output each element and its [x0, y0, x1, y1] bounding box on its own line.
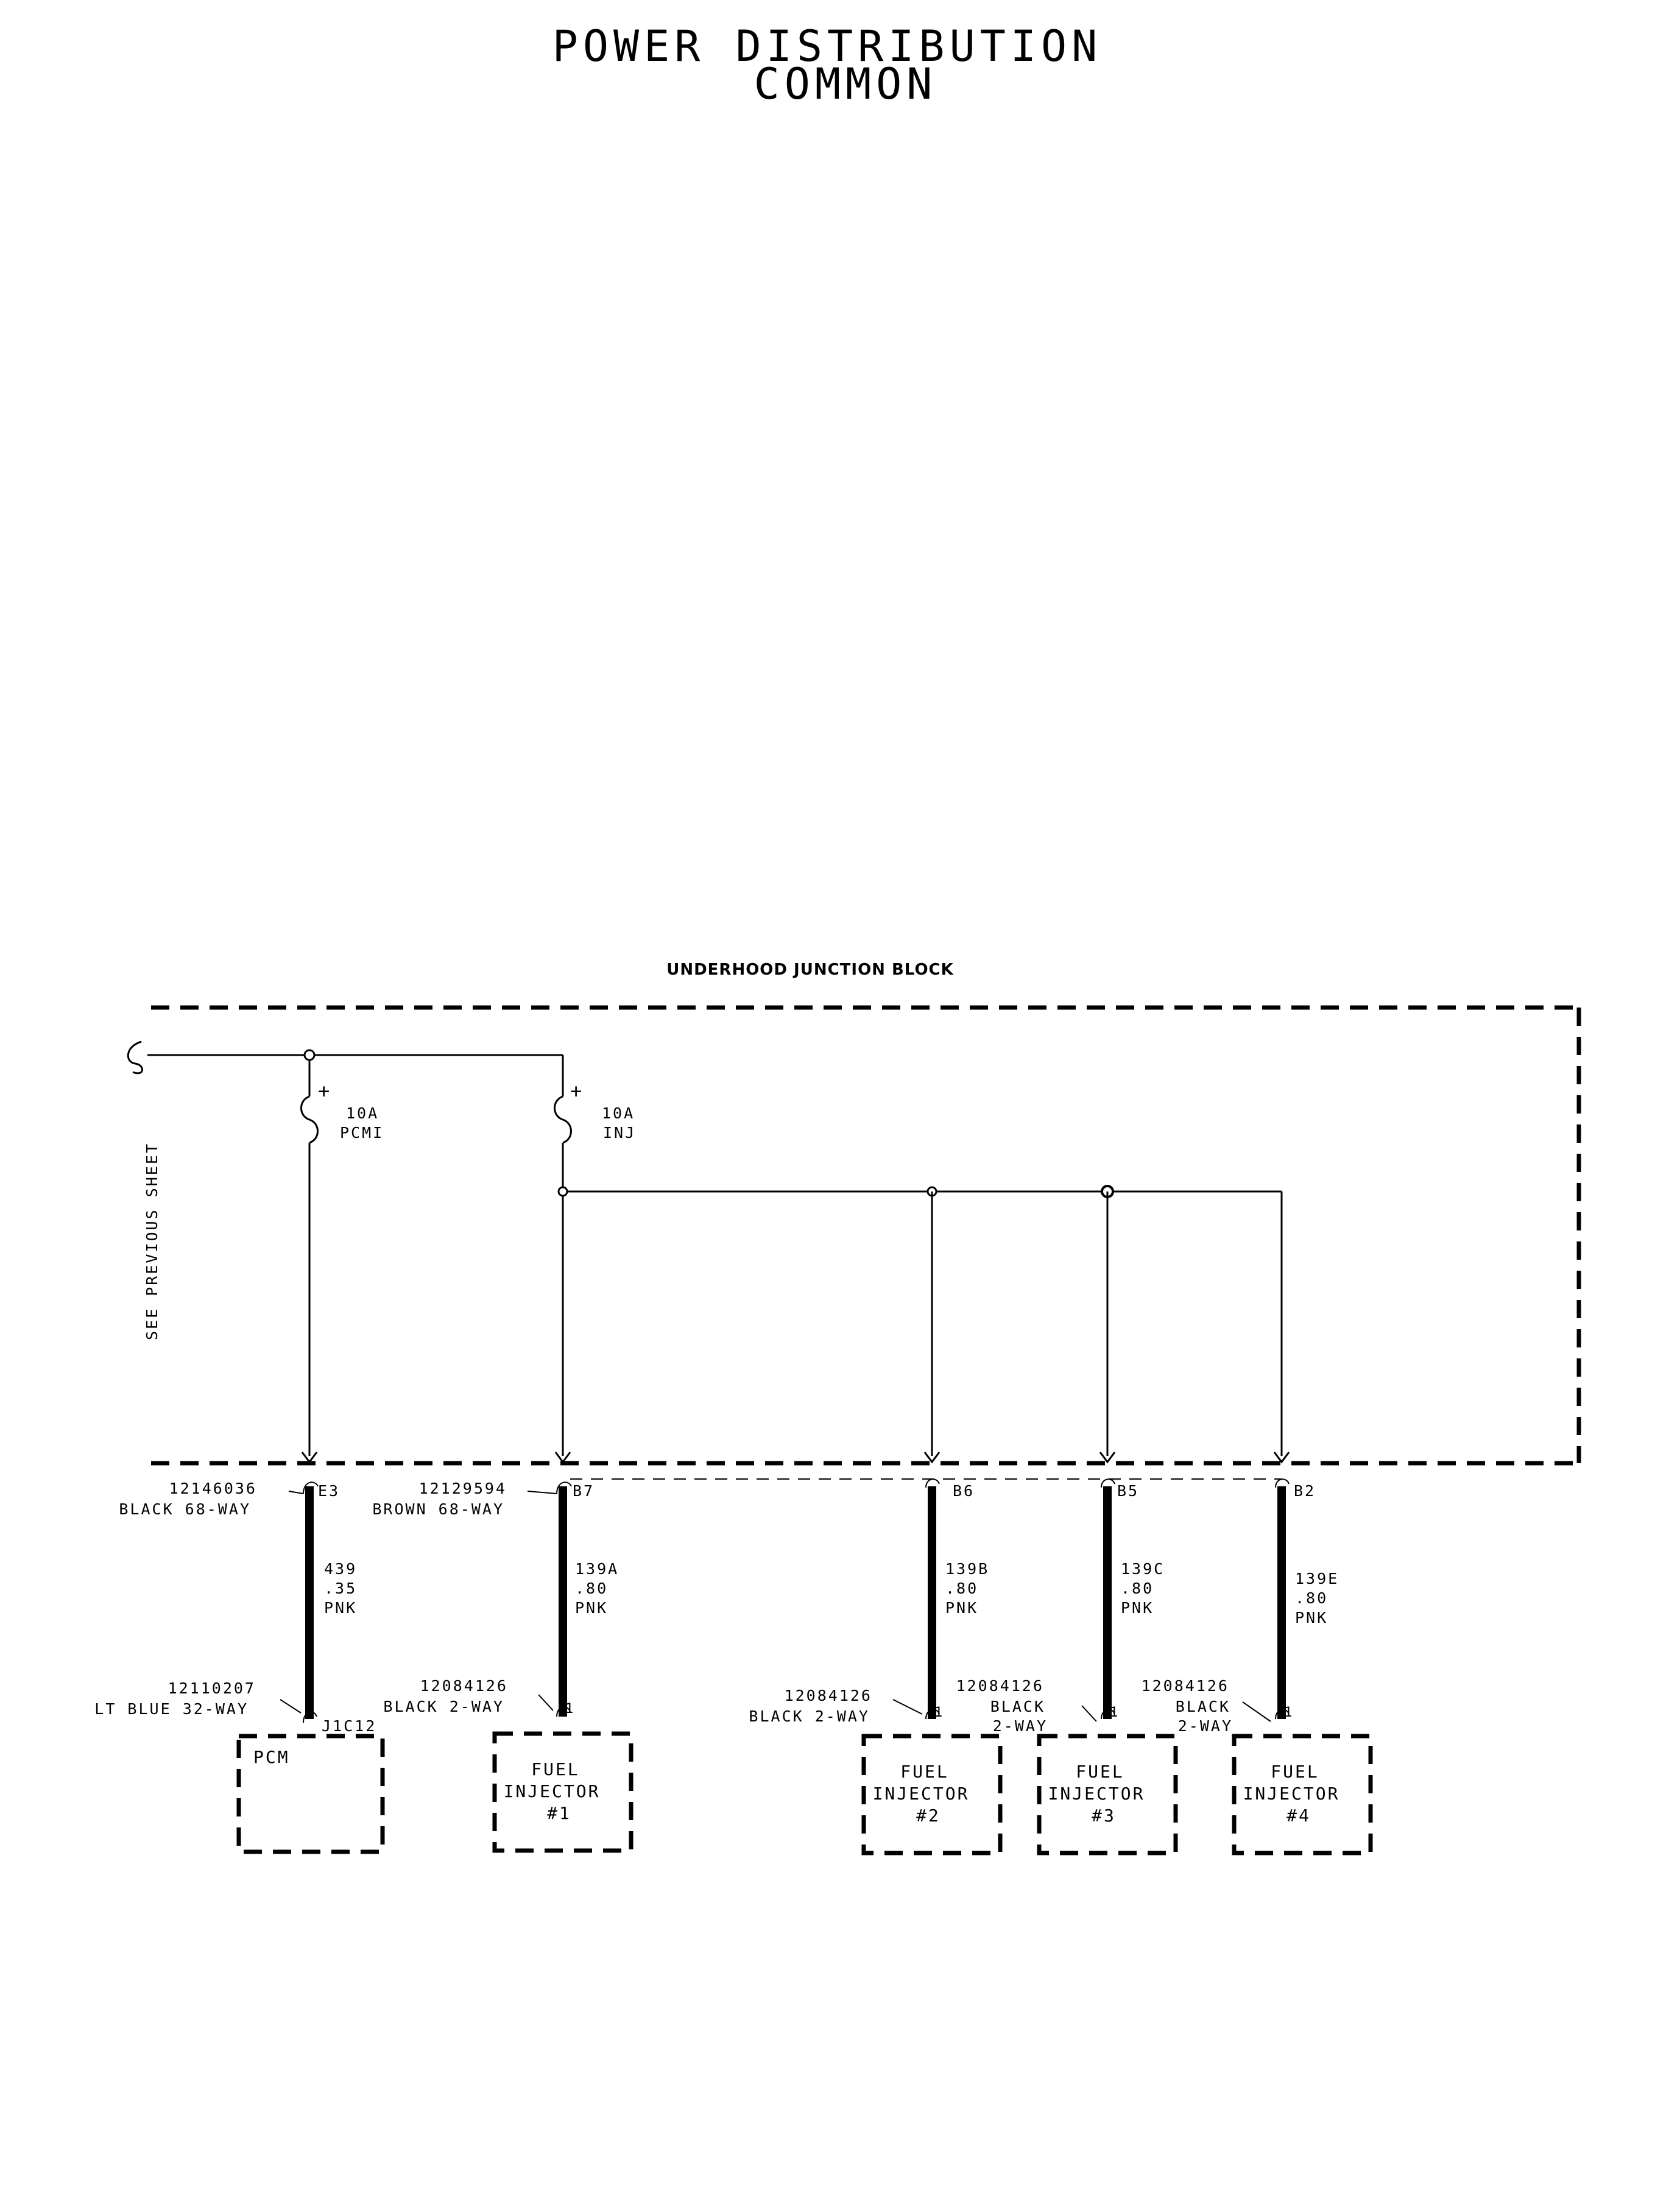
fuel-injector-3-box [1037, 1734, 1178, 1855]
see-previous-sheet-note: SEE PREVIOUS SHEET [143, 1142, 161, 1340]
fuel-injector-3-line1: FUEL [1076, 1762, 1124, 1782]
wire-139b-circuit: 139B [945, 1560, 989, 1578]
splice-pcmi [303, 1049, 316, 1061]
fuel-injector-4-box [1232, 1734, 1373, 1855]
connector-e3-pin: E3 [318, 1482, 340, 1500]
bottom-connector-inj2-desc: BLACK 2-WAY [749, 1707, 870, 1725]
bottom-connector-inj3-pin: 1 [1110, 1705, 1120, 1720]
fuel-injector-3-line2: INJECTOR [1048, 1784, 1145, 1804]
connector-b5-marker [1101, 1478, 1115, 1488]
connector-e3-marker [288, 1481, 319, 1494]
wire-139a-gauge: .80 [575, 1580, 608, 1597]
wire-139e-color: PNK [1295, 1609, 1328, 1626]
fuel-injector-2-line1: FUEL [900, 1762, 948, 1782]
diagram-subtitle: COMMON [754, 59, 937, 109]
fuse-inj-amps: 10A [602, 1104, 635, 1122]
fuse-inj-polarity: + [570, 1079, 584, 1103]
wire-439-gauge: .35 [324, 1580, 357, 1597]
bottom-connector-pcm-desc: LT BLUE 32-WAY [94, 1700, 249, 1718]
connector-b7-part: 12129594 [419, 1480, 507, 1497]
bottom-connector-inj4-pin: 1 [1284, 1705, 1294, 1720]
fuse-pcmi-name: PCMI [340, 1124, 384, 1142]
connector-b7-marker [527, 1481, 572, 1494]
diagram-title: POWER DISTRIBUTION [552, 21, 1103, 71]
wire-439-circuit: 439 [324, 1560, 357, 1578]
fuel-injector-4-line3: #4 [1286, 1806, 1311, 1826]
fuel-injector-2-box [861, 1734, 1003, 1855]
fuel-injector-2-line2: INJECTOR [873, 1784, 970, 1804]
input-feed-symbol [127, 1040, 143, 1075]
bottom-connector-pcm-part: 12110207 [168, 1679, 256, 1697]
bottom-connector-inj3-desc1: BLACK [990, 1698, 1045, 1715]
fuel-injector-2-line3: #2 [916, 1806, 941, 1826]
bottom-connector-inj4-desc1: BLACK [1176, 1698, 1230, 1715]
wire-139a-color: PNK [575, 1599, 608, 1617]
fuse-pcmi-polarity: + [318, 1079, 331, 1103]
fuse-inj-name: INJ [603, 1124, 636, 1142]
connector-b7-desc: BROWN 68-WAY [372, 1500, 504, 1518]
bottom-connector-inj2-marker [892, 1699, 940, 1720]
connector-b7-pin: B7 [573, 1482, 595, 1500]
bottom-connector-inj1-marker [538, 1694, 571, 1717]
bottom-connector-inj1-desc: BLACK 2-WAY [383, 1698, 504, 1715]
harness-wires [305, 1486, 1286, 1719]
wire-139e-circuit: 139E [1295, 1570, 1339, 1587]
connector-b6-pin: B6 [953, 1482, 975, 1500]
wire-439-color: PNK [324, 1599, 357, 1617]
bottom-connector-inj4-desc2: 2-WAY [1178, 1717, 1233, 1735]
pcm-label: PCM [253, 1747, 290, 1767]
wire-139b-gauge: .80 [945, 1580, 978, 1597]
fuel-injector-1-line2: INJECTOR [504, 1781, 601, 1801]
fuse-pcmi-icon [300, 1095, 319, 1144]
connector-arrows [301, 1452, 1290, 1464]
bottom-connector-pcm-pin: J1C12 [322, 1717, 376, 1735]
fuel-injector-4-line2: INJECTOR [1243, 1784, 1340, 1804]
fuel-injector-3-line3: #3 [1092, 1806, 1116, 1826]
splice-inj-1 [557, 1186, 568, 1197]
connector-b6-marker [925, 1478, 940, 1488]
bottom-connector-inj3-part: 12084126 [956, 1677, 1044, 1695]
wire-139c-circuit: 139C [1121, 1560, 1165, 1578]
junction-block-label: UNDERHOOD JUNCTION BLOCK [666, 961, 954, 979]
bottom-connector-inj2-pin: 1 [934, 1705, 944, 1720]
fuel-injector-4-line1: FUEL [1271, 1762, 1319, 1782]
bottom-connector-inj4-marker [1242, 1701, 1290, 1722]
bottom-connector-inj3-marker [1081, 1705, 1115, 1722]
fuel-injector-1-box [492, 1731, 634, 1853]
bottom-connector-pcm-marker [280, 1699, 317, 1723]
bottom-connector-inj2-part: 12084126 [785, 1687, 872, 1704]
connector-b5-pin: B5 [1117, 1482, 1139, 1500]
connector-b2-marker [1275, 1478, 1290, 1488]
bottom-connector-inj1-pin: 1 [565, 1701, 575, 1717]
junction-block-outline [151, 1005, 1581, 1466]
bottom-connector-inj3-desc2: 2-WAY [993, 1717, 1048, 1735]
fuel-injector-1-line3: #1 [547, 1803, 571, 1823]
bottom-connector-inj4-part: 12084126 [1142, 1677, 1229, 1695]
connector-e3-part: 12146036 [169, 1480, 257, 1497]
fuel-injector-1-line1: FUEL [531, 1759, 579, 1779]
wire-139a-circuit: 139A [575, 1560, 619, 1578]
wire-139c-color: PNK [1121, 1599, 1154, 1617]
connector-e3-desc: BLACK 68-WAY [119, 1500, 251, 1518]
fuse-inj-icon [554, 1095, 572, 1144]
wire-139e-gauge: .80 [1295, 1589, 1328, 1607]
fuse-pcmi-amps: 10A [346, 1104, 379, 1122]
wire-139b-color: PNK [945, 1599, 978, 1617]
bottom-connector-inj1-part: 12084126 [420, 1677, 508, 1695]
wire-139c-gauge: .80 [1121, 1580, 1154, 1597]
pcm-box [236, 1734, 385, 1854]
connector-b2-pin: B2 [1294, 1482, 1316, 1500]
